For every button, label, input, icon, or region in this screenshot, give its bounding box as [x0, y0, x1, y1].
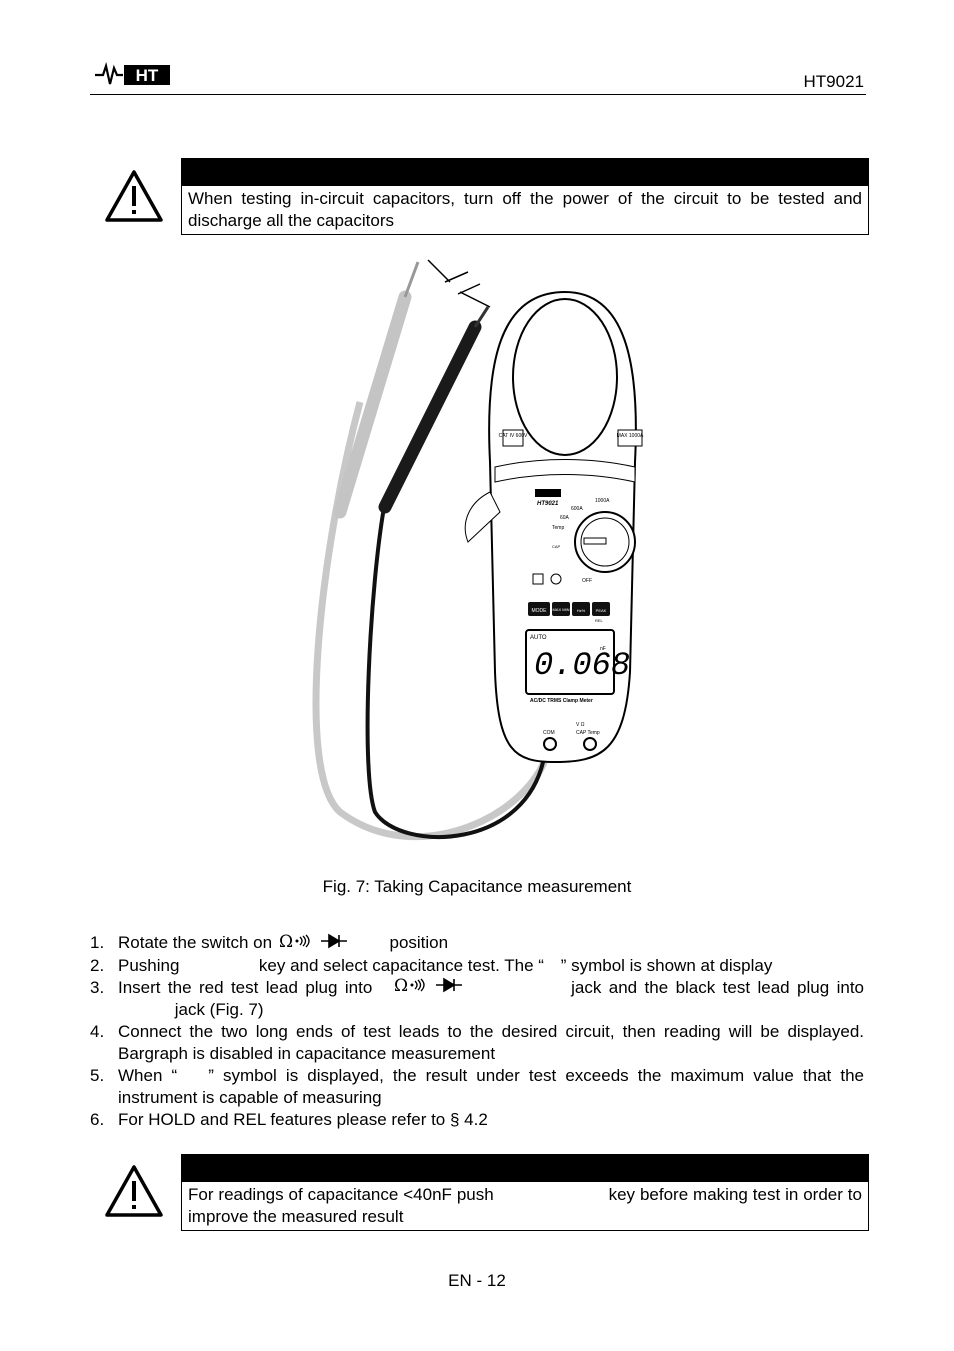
- step-4: 4. Connect the two long ends of test lea…: [90, 1021, 864, 1065]
- range-cap: CAP: [552, 544, 561, 549]
- step-number: 2.: [90, 955, 105, 975]
- warning-icon: [105, 170, 163, 222]
- lcd-reading: 0.068: [534, 647, 630, 684]
- step-text: ” symbol is displayed, the result under …: [118, 1066, 864, 1108]
- step-3: 3. Insert the red test lead plug into Ω …: [90, 976, 865, 1022]
- step-number: 4.: [90, 1022, 105, 1042]
- range-60a: 60A: [560, 515, 570, 521]
- step-6: 6. For HOLD and REL features please refe…: [90, 1109, 864, 1131]
- max-badge: [617, 429, 643, 447]
- step-text: Rotate the switch on: [118, 933, 277, 952]
- ht-logo: HT: [95, 62, 170, 85]
- key-maxmin: [552, 602, 570, 616]
- red-test-lead-cable: [312, 401, 554, 841]
- range-1000a: 1000A: [595, 498, 610, 504]
- step-text: position: [389, 933, 449, 952]
- ohm-continuity-diode-icon: Ω: [279, 932, 361, 955]
- step-text: jack (Fig. 7): [170, 1000, 264, 1020]
- key-peak-label: PEAK: [596, 608, 607, 613]
- step-text: Insert the red test lead plug into: [118, 977, 380, 997]
- jaw-guard: [494, 459, 636, 483]
- step-text: Connect the two long ends of test leads …: [118, 1022, 864, 1064]
- header-rule: [90, 94, 866, 95]
- step-text: When “: [118, 1066, 178, 1086]
- hold-button: [532, 573, 544, 585]
- clamp-jaw: [512, 298, 618, 456]
- key-mode: [528, 602, 550, 616]
- warning-title-bar: [181, 1154, 869, 1181]
- lcd-auto: AUTO: [530, 635, 547, 641]
- warning-text-part: For readings of capacitance <40nF push: [188, 1185, 494, 1204]
- step-2: 2. Pushing key and select capacitance te…: [90, 955, 864, 977]
- key-peak: [592, 602, 610, 616]
- figure-caption: Fig. 7: Taking Capacitance measurement: [322, 877, 632, 896]
- com-jack: [543, 737, 557, 751]
- lcd-unit: nF: [600, 646, 606, 652]
- warning-text: For readings of capacitance <40nF push k…: [181, 1181, 869, 1231]
- range-off: OFF: [582, 578, 592, 584]
- warning-icon: [105, 1165, 163, 1217]
- step-text: For HOLD and REL features please refer t…: [118, 1110, 488, 1130]
- vcap-jack-label2: CAP Temp: [576, 730, 600, 736]
- black-test-lead-probe: [378, 320, 482, 514]
- black-test-lead-cable: [365, 501, 547, 839]
- clamp-meter-figure: CAT IV 600V MAX 1000A HT9021 1000A 600A …: [312, 259, 644, 841]
- capacitor-symbol: [427, 259, 491, 308]
- key-maxmin-label: MAX MIN: [552, 607, 569, 612]
- step-text: ” symbol is shown at display: [555, 955, 773, 975]
- warning-text: When testing in-circuit capacitors, turn…: [181, 185, 869, 235]
- range-600a: 600A: [571, 506, 583, 512]
- key-rel-label: REL: [595, 618, 604, 623]
- warning-text-part: key before making test in order to impro…: [188, 1185, 862, 1226]
- step-text: jack and the black test lead plug into: [563, 977, 865, 997]
- com-jack-label: COM: [543, 730, 555, 736]
- meter-brand-logo: [535, 489, 561, 497]
- logo-text: HT: [136, 66, 159, 85]
- meter-product-name: AC/DC TRMS Clamp Meter: [530, 698, 593, 704]
- range-temp: Temp: [552, 525, 564, 531]
- key-hz-label: Hz%: [577, 608, 586, 613]
- step-number: 5.: [90, 1066, 105, 1086]
- page-number: EN - 12: [448, 1271, 506, 1290]
- vcap-jack-label: V Ω: [576, 722, 585, 728]
- warning-title-bar: [181, 158, 869, 185]
- procedure-steps: 1. Rotate the switch on Ω position 2. Pu…: [90, 932, 864, 1131]
- lcd-display: [525, 629, 615, 695]
- step-text: key and select capacitance test. The “: [254, 955, 544, 975]
- step-number: 3.: [90, 977, 105, 997]
- cat-badge-text: CAT IV 600V: [499, 433, 528, 439]
- key-mode-label: MODE: [532, 608, 548, 614]
- cat-badge: [502, 429, 524, 447]
- ohm-continuity-diode-icon: Ω: [394, 976, 476, 999]
- meter-model-text: HT9021: [537, 501, 559, 507]
- max-badge-text: MAX 1000A: [617, 433, 644, 439]
- model-label: HT9021: [803, 72, 864, 91]
- step-number: 6.: [90, 1110, 105, 1130]
- step-1: 1. Rotate the switch on Ω position: [90, 932, 864, 955]
- vcap-jack: [583, 737, 597, 751]
- step-5: 5. When “ ” symbol is displayed, the res…: [90, 1065, 864, 1109]
- key-hz: [572, 602, 590, 616]
- jaw-trigger: [464, 491, 501, 543]
- step-text: Pushing: [118, 955, 185, 975]
- light-button: [550, 573, 562, 585]
- step-number: 1.: [90, 933, 105, 952]
- svg-text:Ω: Ω: [279, 933, 293, 949]
- red-test-lead-probe: [333, 290, 412, 519]
- svg-text:Ω: Ω: [394, 977, 408, 993]
